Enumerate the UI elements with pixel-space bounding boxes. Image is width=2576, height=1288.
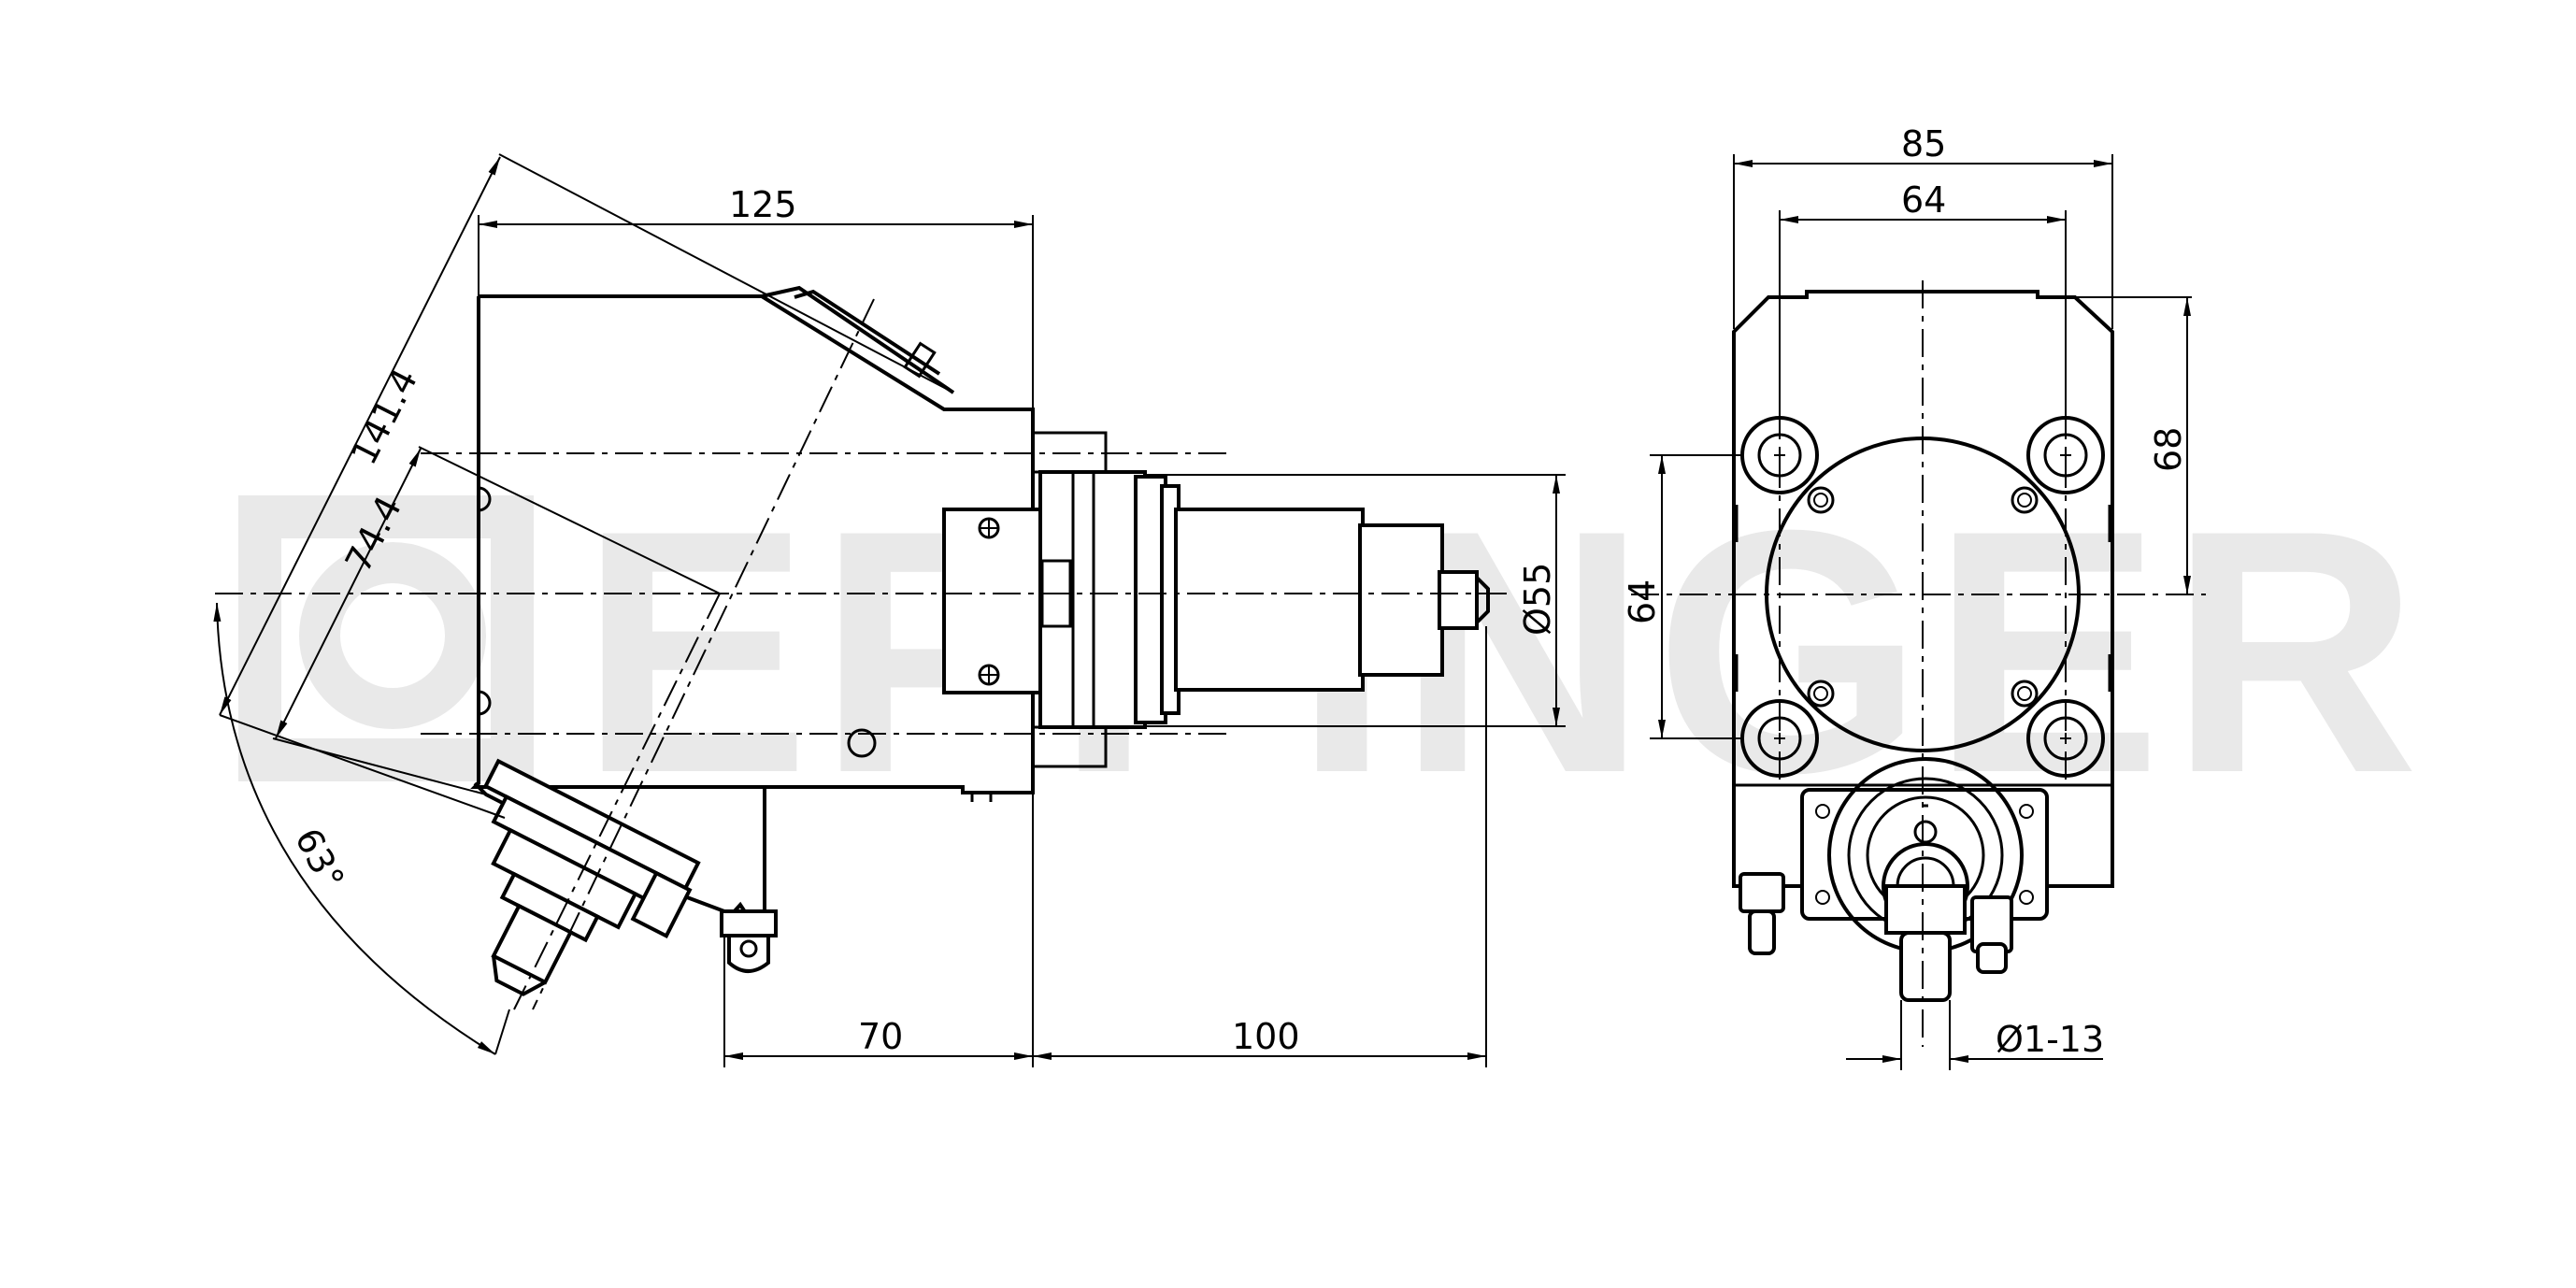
dim-diameter: Ø55 xyxy=(1517,563,1558,636)
dim-collet-range: Ø1-13 xyxy=(1996,1019,2104,1060)
dim-offset-left: 70 xyxy=(858,1016,903,1057)
dim-front-width-inner: 64 xyxy=(1901,179,1946,221)
side-motor-body xyxy=(1174,508,1365,692)
dim-offset-right: 100 xyxy=(1232,1016,1300,1057)
front-housing-outline xyxy=(1732,290,2114,888)
dim-front-height-right: 68 xyxy=(2148,427,2189,472)
dim-diagonal-long: 141.4 xyxy=(343,362,426,471)
dim-angle: 63° xyxy=(287,822,352,896)
dim-front-width-outer: 85 xyxy=(1901,123,1946,165)
front-dimensions: 85 64 68 64 Ø1-13 xyxy=(1622,123,2192,1070)
dim-front-height-left: 64 xyxy=(1622,580,1663,624)
angled-tool-head xyxy=(482,758,701,996)
dim-width-top: 125 xyxy=(729,184,797,225)
